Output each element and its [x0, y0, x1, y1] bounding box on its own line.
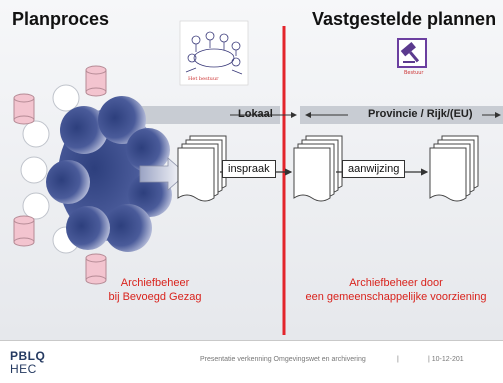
source-circle: [20, 84, 80, 254]
note-left-line1: Archiefbeheer: [120, 277, 190, 289]
database-cylinder: [13, 65, 107, 285]
document-stack-designated: [429, 135, 479, 202]
footer-presentation-title: Presentatie verkenning Omgevingswet en a…: [200, 356, 366, 363]
svg-text:Bestuur: Bestuur: [404, 70, 424, 76]
svg-text:Het bestuur: Het bestuur: [188, 76, 219, 82]
footer-separator: |: [397, 356, 399, 363]
local-band: [110, 106, 280, 124]
footer-divider: [0, 340, 503, 341]
flow-arrow-cloud: [139, 157, 187, 191]
information-cloud: [46, 96, 172, 252]
logo-pblq: PBLQ: [10, 349, 46, 363]
logo-hec: HEC: [10, 362, 37, 376]
document-stack-adopted: [293, 135, 343, 202]
heading-adopted-plans: Vastgestelde plannen: [312, 9, 497, 29]
label-province-state-eu: Provincie / Rijk/(EU): [368, 108, 473, 120]
label-local: Lokaal: [238, 108, 273, 120]
label-designation: aanwijzing: [342, 160, 406, 178]
board-sketch-image: Het bestuur: [179, 20, 249, 86]
note-competent-authority: Archiefbeheer bij Bevoegd Gezag: [90, 276, 220, 304]
gavel-icon: Bestuur: [397, 38, 427, 76]
province-band: [300, 106, 503, 124]
heading-planning-process: Planproces: [12, 9, 110, 29]
note-right-line1: Archiefbeheer door: [349, 277, 443, 289]
note-shared-facility: Archiefbeheer door een gemeenschappelijk…: [296, 276, 496, 304]
footer-date: | 10-12-201: [428, 356, 464, 363]
note-left-line2: bij Bevoegd Gezag: [108, 291, 202, 303]
process-diagram: Het bestuur Bestuur: [13, 20, 501, 335]
document-stack-draft: [177, 135, 227, 202]
label-participation: inspraak: [222, 160, 276, 178]
note-right-line2: een gemeenschappelijke voorziening: [305, 291, 487, 303]
